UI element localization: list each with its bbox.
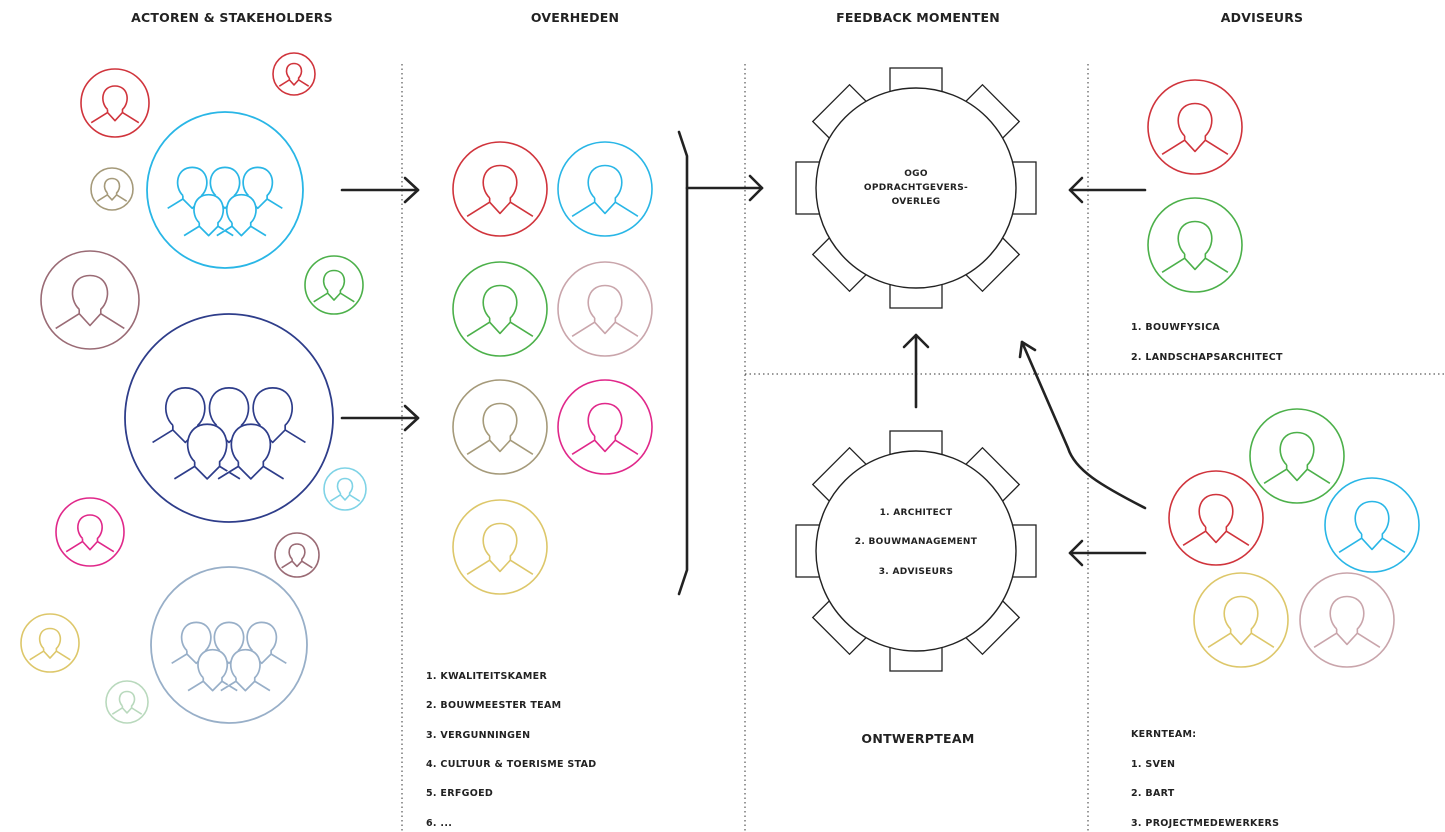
kern-pink-grey-person-icon [1299, 572, 1395, 668]
person-icons [20, 52, 1420, 724]
kernteam-list: KERNTEAM: 1. SVEN 2. BART 3. PROJECTMEDE… [1131, 729, 1279, 829]
kernteam-item-3: 3. PROJECTMEDEWERKERS [1131, 818, 1279, 829]
actor-yellow-person-icon [20, 613, 80, 673]
arrow-actors-to-overheden-2 [340, 404, 420, 432]
ontwerp-table [795, 430, 1037, 672]
table-top [815, 87, 1017, 289]
arrow-ontwerp-to-ogo [902, 333, 930, 409]
group-member-4 [173, 423, 241, 480]
kernteam-title: KERNTEAM: [1131, 729, 1196, 740]
adviseurs-item-1: 1. BOUWFYSICA [1131, 322, 1220, 333]
kernteam-item-2: 2. BART [1131, 788, 1175, 799]
adviseurs-item-2: 2. LANDSCHAPSARCHITECT [1131, 352, 1283, 363]
kern-yellow-person-icon [1193, 572, 1289, 668]
ogo-table-label: OGO OPDRACHTGEVERS- OVERLEG [864, 169, 968, 207]
overheid-red-person-icon [452, 141, 548, 237]
overheid-cyan-person-icon [557, 141, 653, 237]
overheid-yellow-person-icon [452, 499, 548, 595]
overheid-green-person-icon [452, 261, 548, 357]
overheden-item-3: 3. VERGUNNINGEN [426, 730, 530, 741]
ogo-line-3: OVERLEG [892, 197, 941, 207]
actor-green-person-icon [304, 255, 364, 315]
arrows [340, 130, 1147, 596]
ontwerpteam-title: ONTWERPTEAM [861, 731, 974, 746]
actor-magenta-person-icon [55, 497, 125, 567]
stakeholder-group-steel-icon [150, 566, 308, 724]
overheid-olive-person-icon [452, 379, 548, 475]
arrow-kernteam-to-ogo [1018, 340, 1147, 510]
group-member-5 [217, 423, 285, 480]
group-member-5 [216, 193, 267, 237]
group-icons [124, 111, 334, 724]
header-actors: ACTOREN & STAKEHOLDERS [131, 10, 333, 25]
adviseur-red-person-icon [1147, 79, 1243, 175]
header-feedback: FEEDBACK MOMENTEN [836, 10, 1000, 25]
arrow-overheden-to-ogo [685, 174, 764, 202]
ontwerp-item-3: 3. ADVISEURS [879, 567, 954, 577]
group-member-5 [220, 648, 271, 692]
adviseur-green-person-icon [1147, 197, 1243, 293]
kern-green-person-icon [1249, 408, 1345, 504]
actor-light-cyan-person-icon [323, 467, 367, 511]
overheden-item-1: 1. KWALITEITSKAMER [426, 671, 547, 682]
arrow-actors-to-overheden-1 [340, 176, 420, 204]
group-member-4 [187, 648, 238, 692]
kern-cyan-person-icon [1324, 477, 1420, 573]
overheden-item-6: 6. ... [426, 818, 452, 829]
actor-red-person-icon [80, 68, 150, 138]
ontwerp-item-2: 2. BOUWMANAGEMENT [855, 537, 978, 547]
actor-mauve-small-person-icon [274, 532, 320, 578]
column-dividers [401, 64, 1445, 832]
kern-red-person-icon [1168, 470, 1264, 566]
overheid-pink-grey-person-icon [557, 261, 653, 357]
overheid-magenta-person-icon [557, 379, 653, 475]
ogo-line-1: OGO [904, 169, 928, 179]
arrow-kernteam-to-ontwerp [1068, 539, 1147, 567]
table-top [815, 450, 1017, 652]
ogo-table [795, 67, 1037, 309]
overheden-item-5: 5. ERFGOED [426, 788, 493, 799]
tables [795, 67, 1037, 672]
ontwerp-item-1: 1. ARCHITECT [880, 508, 953, 518]
group-member-4 [183, 193, 234, 237]
overheden-list: 1. KWALITEITSKAMER 2. BOUWMEESTER TEAM 3… [426, 671, 596, 829]
header-overheden: OVERHEDEN [531, 10, 619, 25]
actor-pale-green-person-icon [105, 680, 149, 724]
kernteam-item-1: 1. SVEN [1131, 759, 1175, 770]
actor-mauve-person-icon [40, 250, 140, 350]
overheden-item-4: 4. CULTUUR & TOERISME STAD [426, 759, 596, 770]
stakeholder-group-navy-icon [124, 313, 334, 523]
header-adviseurs: ADVISEURS [1221, 10, 1304, 25]
overheden-item-2: 2. BOUWMEESTER TEAM [426, 700, 561, 711]
ontwerp-table-label: 1. ARCHITECT 2. BOUWMANAGEMENT 3. ADVISE… [855, 508, 978, 577]
bracket-overheden [677, 130, 689, 596]
adviseurs-list: 1. BOUWFYSICA 2. LANDSCHAPSARCHITECT [1131, 322, 1283, 363]
actor-red-small-person-icon [272, 52, 316, 96]
ogo-line-2: OPDRACHTGEVERS- [864, 183, 968, 193]
actor-olive-person-icon [90, 167, 134, 211]
stakeholder-group-cyan-icon [146, 111, 304, 269]
arrow-adviseurs-to-ogo [1068, 176, 1147, 204]
